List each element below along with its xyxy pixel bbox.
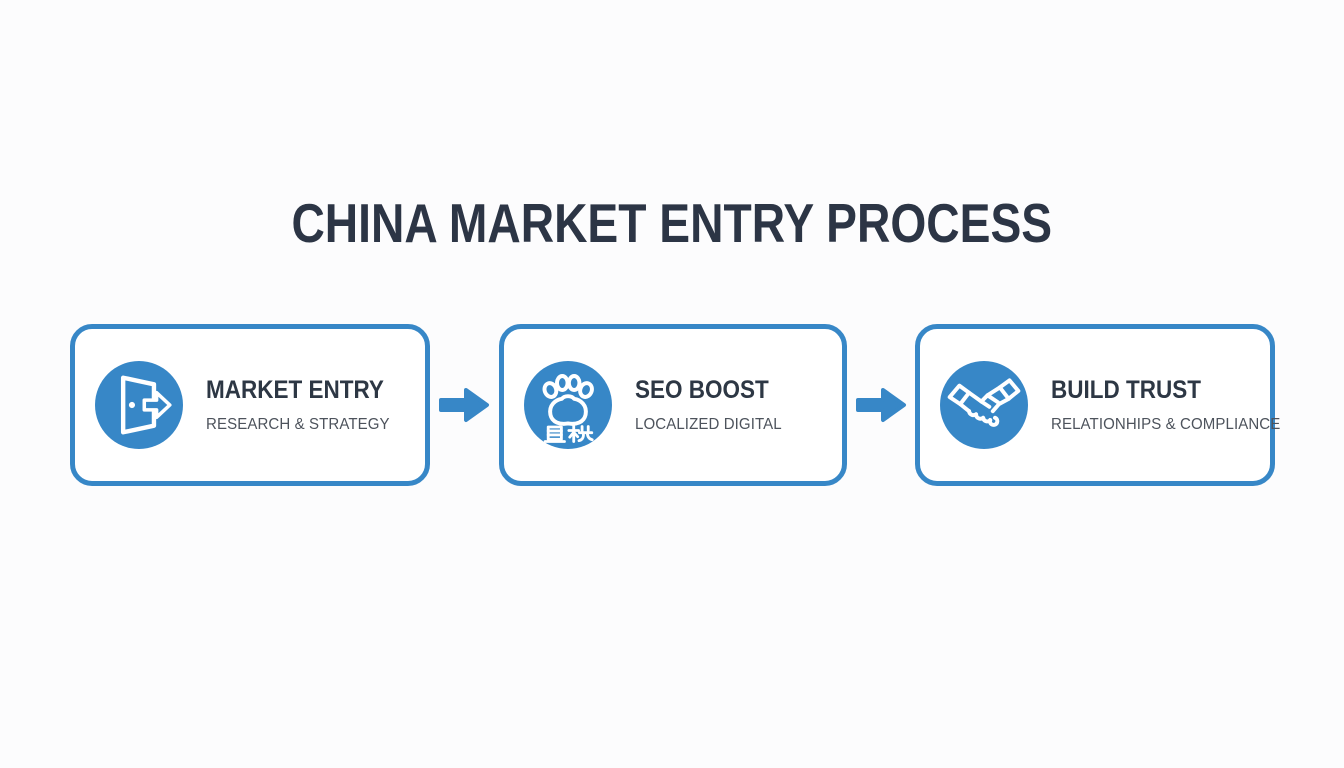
step-subtitle: RELATIONHIPS & COMPLIANCE — [1051, 416, 1280, 433]
handshake-icon — [940, 361, 1028, 449]
flow-arrow-icon — [430, 324, 499, 486]
step-subtitle-text: RESEARCH & STRATEGY — [206, 416, 390, 433]
step-subtitle: RESEARCH & STRATEGY — [206, 416, 404, 433]
step-title: MARKET ENTRY — [206, 377, 404, 403]
open-door-arrow-icon — [95, 361, 183, 449]
flow-arrow-icon — [847, 324, 916, 486]
step-title-text: MARKET ENTRY — [206, 376, 384, 404]
baidu-paw-icon — [523, 361, 612, 449]
step-text-block: SEO BOOST LOCALIZED DIGITAL — [635, 377, 786, 433]
step-text-block: BUILD TRUST RELATIONHIPS & COMPLIANCE — [1051, 377, 1280, 433]
step-subtitle-text: RELATIONHIPS & COMPLIANCE — [1051, 416, 1281, 433]
page-title: CHINA MARKET ENTRY PROCESS — [0, 192, 1344, 254]
step-title: BUILD TRUST — [1051, 377, 1270, 403]
step-title-text: SEO BOOST — [634, 376, 769, 404]
step-card-seo-boost: SEO BOOST LOCALIZED DIGITAL — [498, 324, 847, 486]
step-card-build-trust: BUILD TRUST RELATIONHIPS & COMPLIANCE — [915, 324, 1280, 486]
process-flow: MARKET ENTRY RESEARCH & STRATEGY — [70, 324, 1280, 486]
baidu-characters — [543, 424, 594, 443]
step-subtitle: LOCALIZED DIGITAL — [635, 416, 786, 433]
page-title-text: CHINA MARKET ENTRY PROCESS — [291, 192, 1053, 254]
step-text-block: MARKET ENTRY RESEARCH & STRATEGY — [206, 377, 404, 433]
step-title: SEO BOOST — [635, 377, 786, 403]
step-subtitle-text: LOCALIZED DIGITAL — [634, 416, 782, 433]
step-title-text: BUILD TRUST — [1051, 376, 1201, 404]
step-card-market-entry: MARKET ENTRY RESEARCH & STRATEGY — [70, 324, 430, 486]
